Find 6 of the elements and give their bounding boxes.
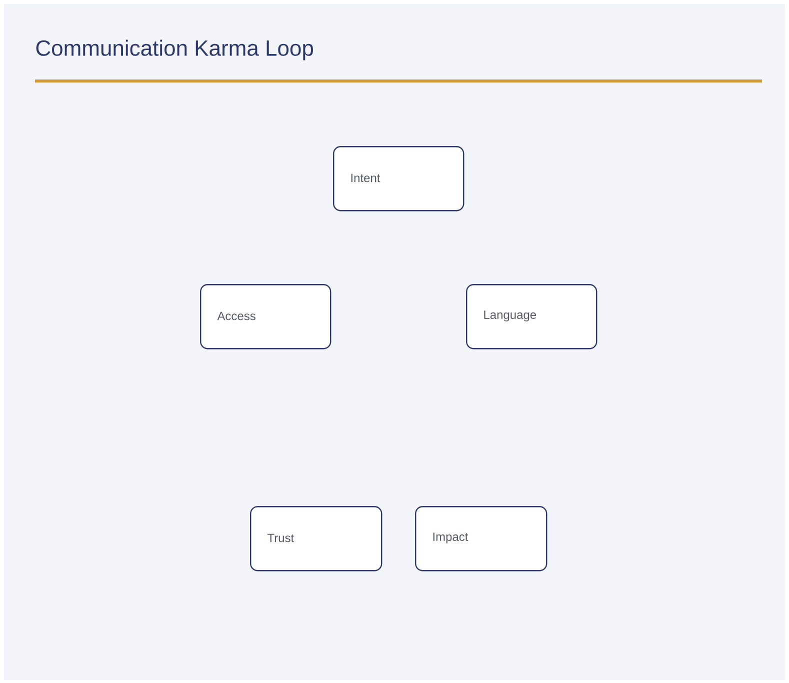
process-box: Impact (415, 506, 548, 572)
process-box: Language (466, 284, 598, 350)
process-box: Trust (250, 506, 382, 572)
process-box: Intent (333, 146, 464, 212)
title: Communication Karma Loop (36, 40, 314, 60)
process-box: Access (200, 284, 332, 350)
